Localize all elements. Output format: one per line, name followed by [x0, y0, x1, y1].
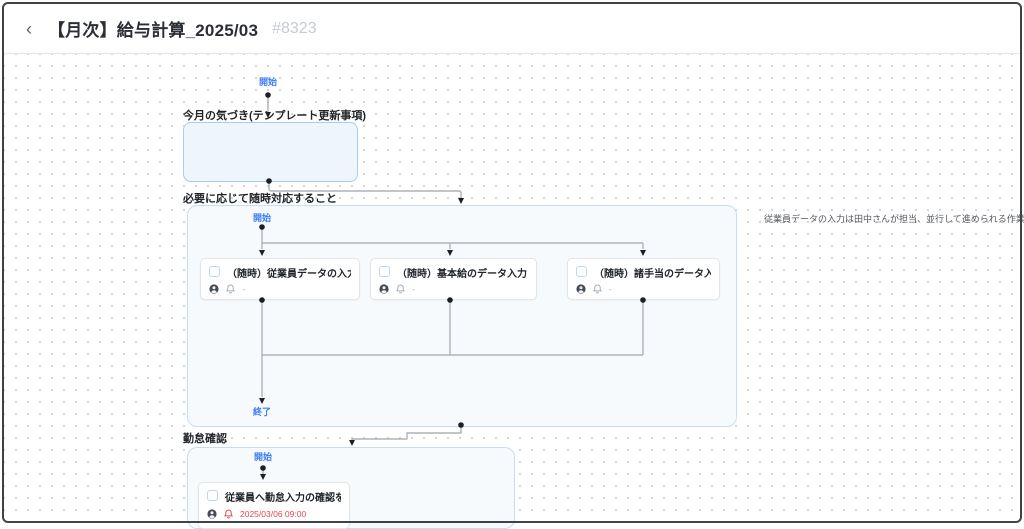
- task-title: 従業員へ勤怠入力の確認を依頼: [225, 493, 341, 504]
- port-adhoc-start[interactable]: [259, 224, 265, 230]
- reminder-bell-icon: [593, 284, 602, 294]
- assignee-avatar-icon: [379, 284, 389, 294]
- assignee-avatar-icon: [209, 284, 219, 294]
- task-title: （随時）諸手当のデータ入力: [594, 269, 711, 280]
- reminder-bell-icon: [226, 284, 235, 294]
- adhoc-group[interactable]: [187, 205, 737, 427]
- adhoc-end-label: 終了: [252, 407, 271, 417]
- reminder-value: -: [242, 284, 245, 294]
- adhoc-start-label: 開始: [252, 213, 271, 223]
- port-task2-bottom[interactable]: [447, 297, 453, 303]
- page-title: 【月次】給与計算_2025/03: [48, 21, 259, 40]
- task-card-attendance-request[interactable]: 従業員へ勤怠入力の確認を依頼 2025/03/06 09:00: [198, 482, 350, 529]
- page-header: ‹ 【月次】給与計算_2025/03 #8323: [4, 4, 1020, 53]
- assignee-avatar-icon: [207, 509, 217, 519]
- task-checkbox[interactable]: [209, 266, 220, 277]
- reminder-value: -: [412, 284, 415, 294]
- reminder-bell-icon: [396, 284, 405, 294]
- reminder-value: -: [609, 284, 612, 294]
- port-adhoc-bottom[interactable]: [458, 422, 464, 428]
- reminder-bell-icon: [224, 509, 233, 519]
- port-start[interactable]: [265, 92, 271, 98]
- task-checkbox[interactable]: [379, 266, 390, 277]
- back-icon[interactable]: ‹: [26, 18, 32, 39]
- task-card-allowances[interactable]: （随時）諸手当のデータ入力 -: [567, 258, 720, 300]
- port-memo-bottom[interactable]: [266, 178, 272, 184]
- reminder-value: 2025/03/06 09:00: [240, 509, 307, 519]
- canvas-note[interactable]: 従業員データの入力は田中さんが担当、並行して進められる作業は進める: [764, 214, 1024, 224]
- start-label: 開始: [258, 77, 277, 87]
- ticket-id: #8323: [272, 19, 317, 37]
- task-card-base-salary[interactable]: （随時）基本給のデータ入力 -: [370, 258, 537, 300]
- port-task1-bottom[interactable]: [259, 297, 265, 303]
- task-title: （随時）従業員データの入力・...: [227, 269, 351, 280]
- header-divider: [4, 53, 1020, 54]
- port-task3-bottom[interactable]: [640, 297, 646, 303]
- attendance-start-label: 開始: [253, 452, 272, 462]
- assignee-avatar-icon: [576, 284, 586, 294]
- attendance-group-label: 勤怠確認: [183, 433, 227, 445]
- port-attendance-start[interactable]: [260, 465, 266, 471]
- memo-node-label: 今月の気づき(テンプレート更新事項): [183, 110, 366, 122]
- task-checkbox[interactable]: [576, 266, 587, 277]
- memo-node[interactable]: [183, 122, 358, 182]
- task-title: （随時）基本給のデータ入力: [397, 269, 527, 280]
- task-card-employee-data[interactable]: （随時）従業員データの入力・... -: [200, 258, 360, 300]
- adhoc-group-label: 必要に応じて随時対応すること: [183, 193, 337, 205]
- task-checkbox[interactable]: [207, 490, 218, 501]
